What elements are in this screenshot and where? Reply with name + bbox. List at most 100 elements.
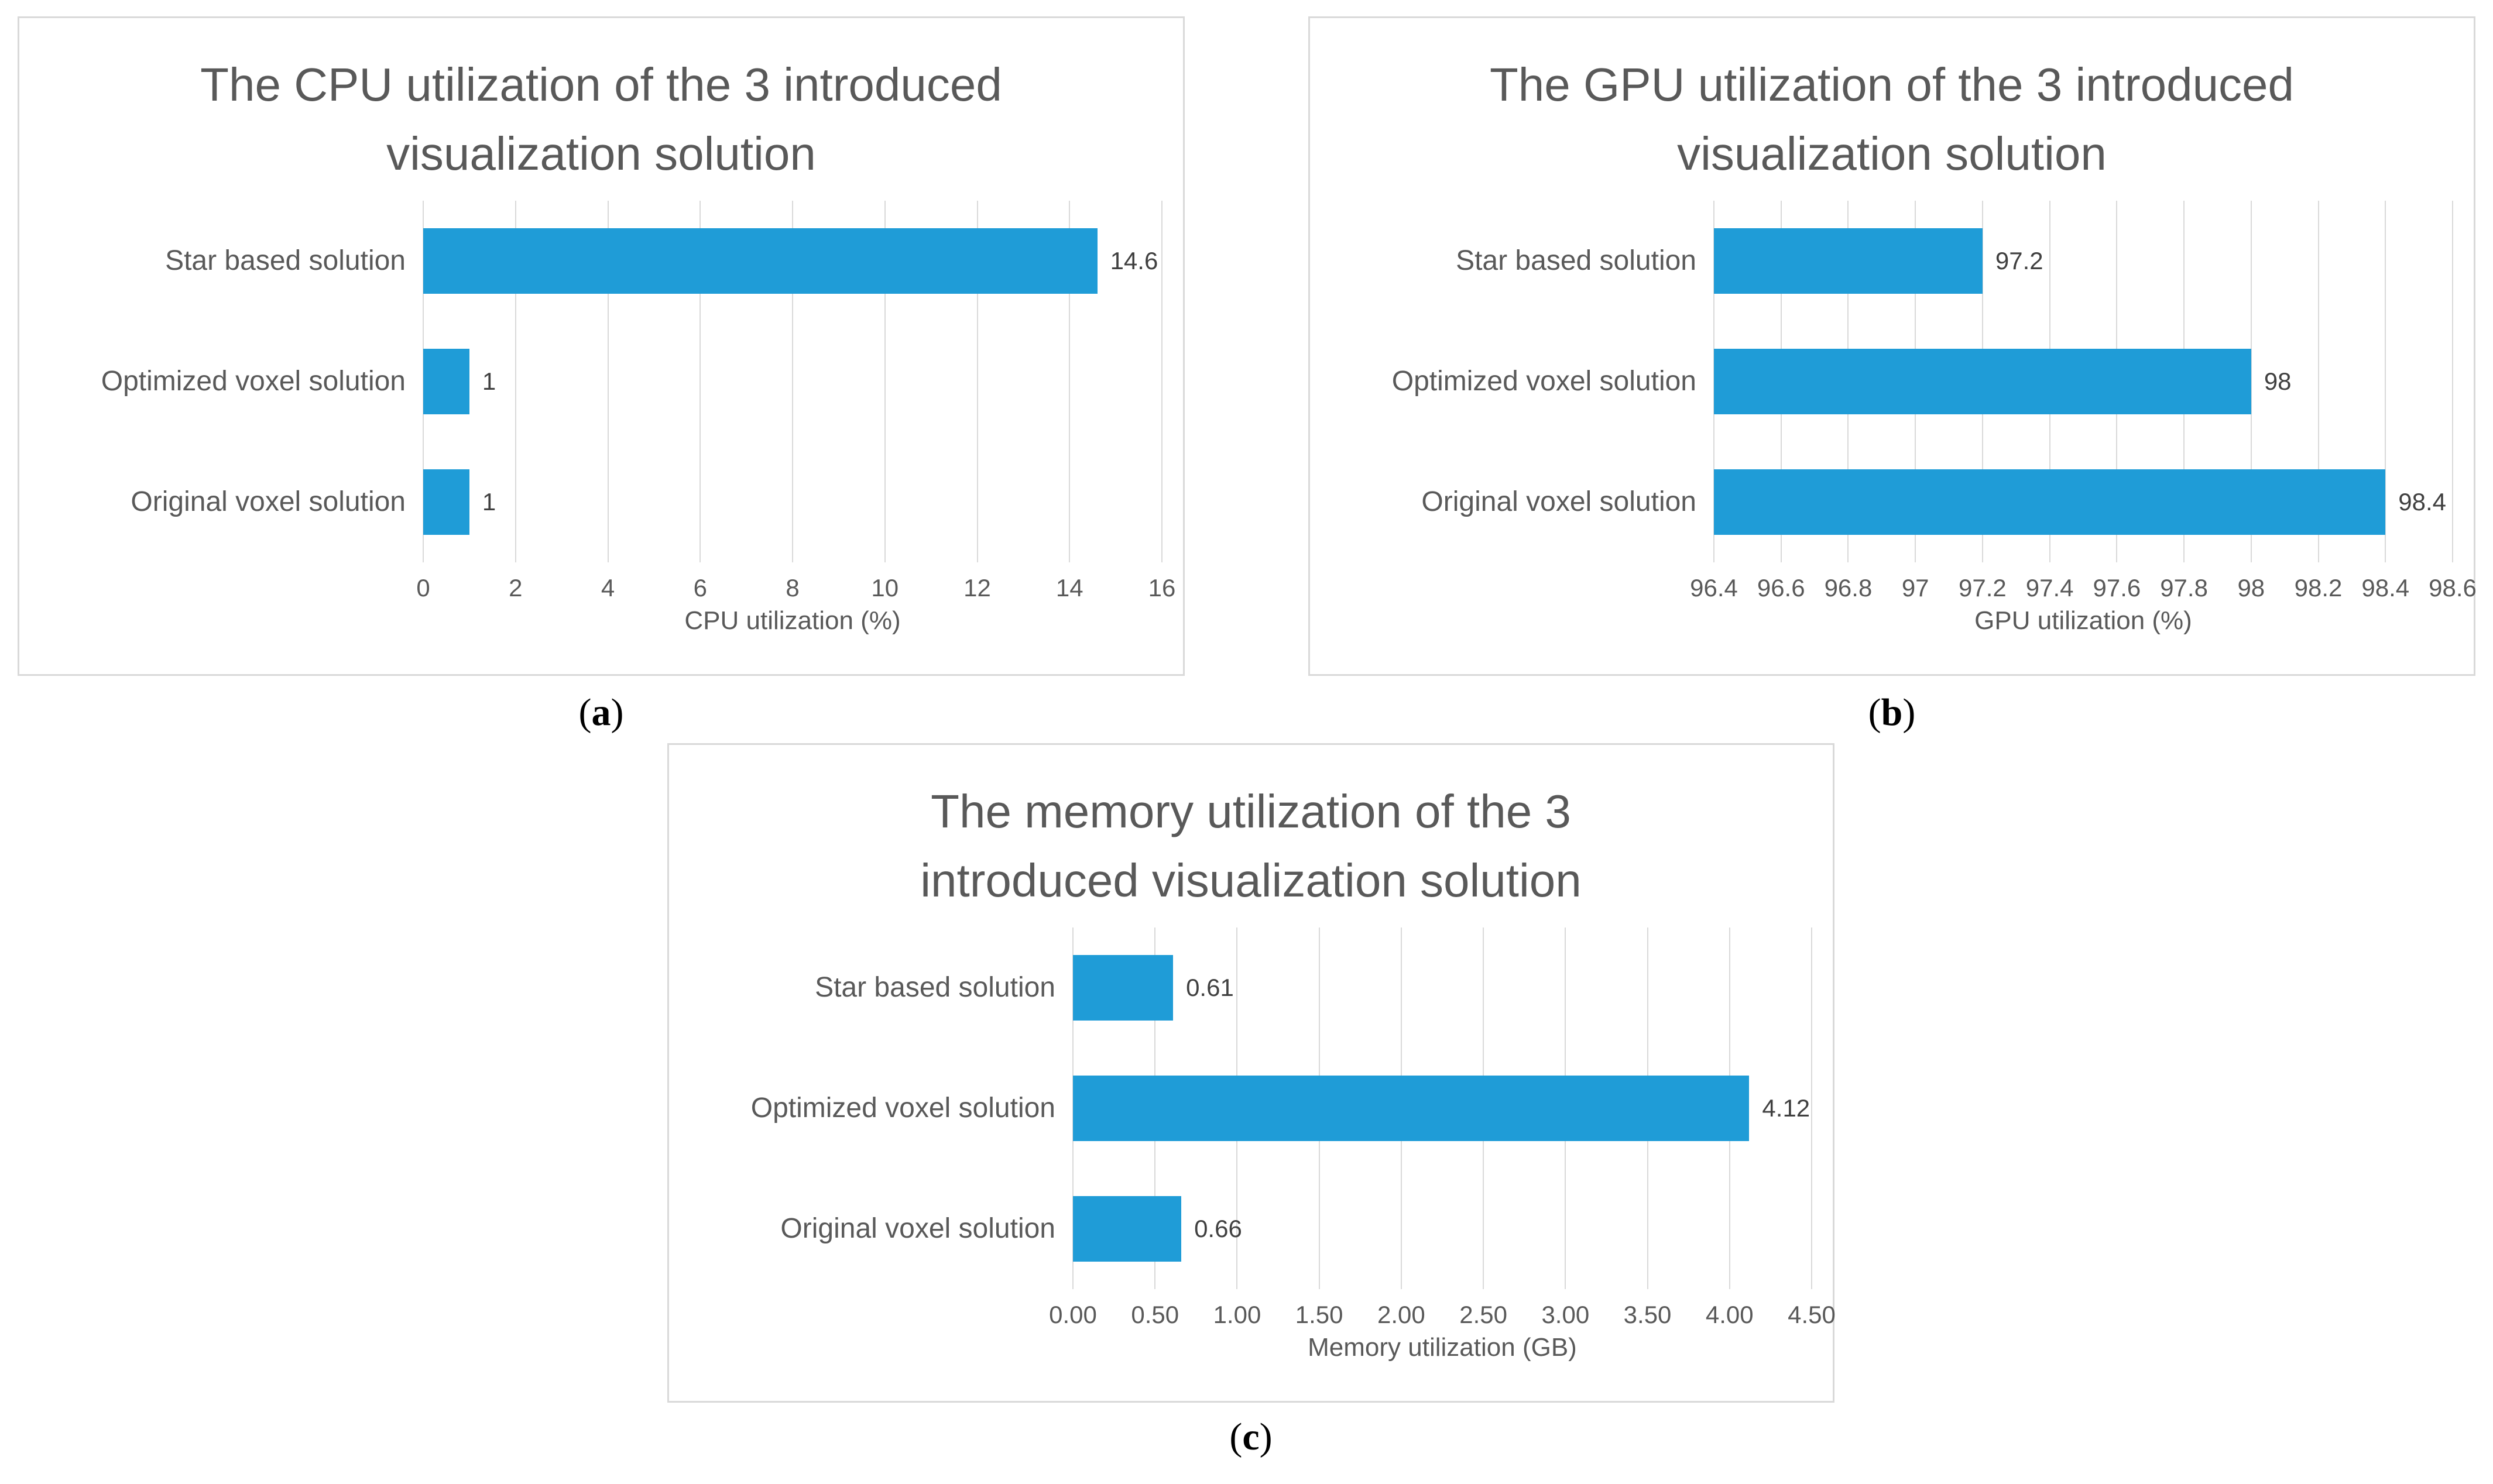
x-tick-label: 8 bbox=[786, 574, 800, 602]
value-label: 97.2 bbox=[1995, 246, 2043, 274]
x-tick-label: 97.4 bbox=[2025, 574, 2074, 602]
x-tick-label: 98.4 bbox=[2361, 574, 2410, 602]
x-tick-label: 2.00 bbox=[1377, 1301, 1425, 1328]
x-tick-label: 98 bbox=[2237, 574, 2265, 602]
cpu-utilization-chart-panel: The CPU utilization of the 3 introduced v… bbox=[18, 16, 1185, 676]
chart-title: The GPU utilization of the 3 introduced v… bbox=[1333, 50, 2450, 188]
x-tick-label: 98.6 bbox=[2429, 574, 2477, 602]
bar bbox=[1714, 349, 2251, 414]
caption-paren-open: ( bbox=[1868, 691, 1881, 734]
x-tick-label: 1.00 bbox=[1213, 1301, 1261, 1328]
caption-paren-close: ) bbox=[611, 691, 624, 734]
x-tick-label: 16 bbox=[1148, 574, 1176, 602]
category-label: Optimized voxel solution bbox=[750, 1093, 1055, 1124]
x-tick-label: 1.50 bbox=[1295, 1301, 1343, 1328]
category-label: Original voxel solution bbox=[131, 486, 406, 517]
value-label: 98.4 bbox=[2398, 488, 2447, 516]
gridline bbox=[515, 201, 516, 562]
x-tick-label: 97.6 bbox=[2093, 574, 2141, 602]
chart-title-line: visualization solution bbox=[1677, 128, 2107, 180]
bar bbox=[1073, 1076, 1750, 1141]
value-label: 1 bbox=[482, 488, 496, 516]
x-tick-label: 96.6 bbox=[1757, 574, 1805, 602]
bar bbox=[1073, 954, 1174, 1021]
caption-paren-close: ) bbox=[1902, 691, 1916, 734]
gridline bbox=[2250, 201, 2252, 562]
x-tick-label: 14 bbox=[1055, 574, 1083, 602]
gridline bbox=[1069, 201, 1071, 562]
category-label: Star based solution bbox=[815, 971, 1055, 1003]
gridline bbox=[976, 201, 978, 562]
x-tick-label: 0.50 bbox=[1131, 1301, 1179, 1328]
x-tick-label: 97.2 bbox=[1959, 574, 2007, 602]
gridline bbox=[2452, 201, 2453, 562]
chart-title-line: The GPU utilization of the 3 introduced bbox=[1489, 59, 2295, 111]
x-axis-title: GPU utilization (%) bbox=[1974, 606, 2192, 635]
x-tick-label: 4 bbox=[601, 574, 615, 602]
x-tick-label: 97.8 bbox=[2160, 574, 2208, 602]
x-tick-label: 2 bbox=[509, 574, 523, 602]
plot-area: 96.4 96.6 96.8 97 97.2 97.4 97.6 97.8 98 98.2 98.4… bbox=[1392, 201, 2477, 602]
x-axis-title: Memory utilization (GB) bbox=[1308, 1333, 1577, 1362]
subfigure-caption-b: (b) bbox=[1308, 691, 2475, 735]
x-tick-label: 2.50 bbox=[1459, 1301, 1507, 1328]
gridline bbox=[2317, 201, 2319, 562]
caption-paren-open: ( bbox=[578, 691, 592, 734]
chart-title-line: The memory utilization of the 3 bbox=[931, 785, 1571, 837]
bar bbox=[1714, 469, 2386, 535]
chart-title: The CPU utilization of the 3 introduced v… bbox=[43, 50, 1160, 188]
caption-letter: a bbox=[591, 691, 611, 734]
x-tick-label: 3.00 bbox=[1541, 1301, 1590, 1328]
bar bbox=[1714, 228, 1983, 294]
subfigure-caption-c: (c) bbox=[667, 1415, 1834, 1459]
bar bbox=[423, 349, 469, 414]
value-label: 0.61 bbox=[1186, 973, 1234, 1001]
x-tick-label: 12 bbox=[963, 574, 991, 602]
x-tick-label: 96.8 bbox=[1824, 574, 1873, 602]
gridline bbox=[2385, 201, 2386, 562]
value-label: 4.12 bbox=[1762, 1094, 1810, 1122]
chart-title-line: visualization solution bbox=[386, 128, 816, 180]
bar bbox=[423, 228, 1098, 294]
category-label: Star based solution bbox=[165, 245, 406, 276]
bar bbox=[1073, 1196, 1182, 1262]
x-tick-label: 0 bbox=[416, 574, 430, 602]
chart-title-line: The CPU utilization of the 3 introduced bbox=[200, 59, 1002, 111]
x-tick-label: 96.4 bbox=[1690, 574, 1738, 602]
category-label: Optimized voxel solution bbox=[101, 366, 406, 397]
x-tick-label: 97 bbox=[1901, 574, 1929, 602]
gridline bbox=[792, 201, 793, 562]
gridline bbox=[884, 201, 886, 562]
x-tick-label: 4.50 bbox=[1788, 1301, 1836, 1328]
category-label: Original voxel solution bbox=[780, 1213, 1055, 1244]
caption-letter: c bbox=[1242, 1416, 1260, 1458]
category-label: Optimized voxel solution bbox=[1391, 366, 1696, 397]
chart-title-line: introduced visualization solution bbox=[920, 854, 1582, 906]
gridline bbox=[607, 201, 609, 562]
chart-title: The memory utilization of the 3 introduce… bbox=[692, 777, 1809, 915]
x-tick-label: 6 bbox=[693, 574, 707, 602]
value-label: 14.6 bbox=[1110, 246, 1158, 274]
category-label: Original voxel solution bbox=[1421, 486, 1696, 517]
gridline bbox=[1811, 928, 1812, 1289]
bar bbox=[423, 469, 469, 535]
value-label: 0.66 bbox=[1194, 1215, 1242, 1242]
memory-utilization-chart-panel: The memory utilization of the 3 introduce… bbox=[667, 743, 1836, 1403]
x-tick-label: 98.2 bbox=[2294, 574, 2343, 602]
caption-letter: b bbox=[1881, 691, 1903, 734]
gridline bbox=[699, 201, 701, 562]
subfigure-caption-a: (a) bbox=[18, 691, 1185, 735]
category-label: Star based solution bbox=[1456, 245, 1696, 276]
caption-paren-open: ( bbox=[1229, 1416, 1243, 1458]
gridline bbox=[1161, 201, 1163, 562]
x-tick-label: 3.50 bbox=[1623, 1301, 1672, 1328]
x-axis-title: CPU utilization (%) bbox=[684, 606, 901, 635]
x-tick-label: 0.00 bbox=[1049, 1301, 1097, 1328]
caption-paren-close: ) bbox=[1259, 1416, 1273, 1458]
value-label: 1 bbox=[482, 367, 496, 395]
x-tick-label: 10 bbox=[871, 574, 899, 602]
gpu-utilization-chart-panel: The GPU utilization of the 3 introduced v… bbox=[1308, 16, 2477, 676]
